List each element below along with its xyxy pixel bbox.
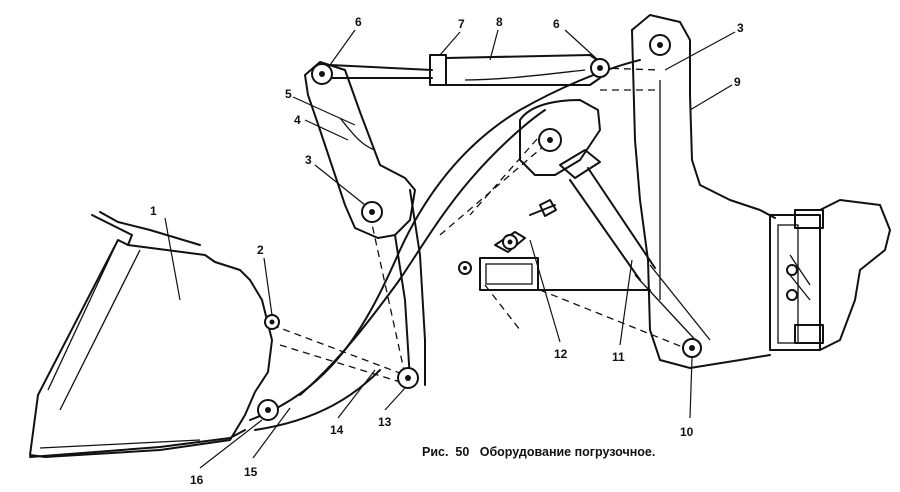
callout-labels: 1 2 3 3 4 5 6 6 7 8 9 10 11 12 13 14 15 … xyxy=(150,15,744,487)
callout-7: 7 xyxy=(458,17,465,31)
callout-11: 11 xyxy=(612,350,625,364)
front-frame xyxy=(631,14,776,369)
callout-15: 15 xyxy=(244,465,258,479)
callout-1: 1 xyxy=(150,204,157,218)
callout-6-left: 6 xyxy=(355,15,362,29)
callout-13: 13 xyxy=(378,415,392,429)
callout-5: 5 xyxy=(285,87,292,101)
callout-14: 14 xyxy=(330,423,344,437)
callout-4: 4 xyxy=(294,113,301,127)
callout-16: 16 xyxy=(190,473,204,487)
rocker-lever xyxy=(304,61,426,386)
bucket-cylinder xyxy=(329,54,601,86)
callout-10: 10 xyxy=(680,425,694,439)
cylinder-bracket xyxy=(479,199,651,291)
figure-caption: Рис. 50 Оборудование погрузочное. xyxy=(422,445,655,459)
bucket xyxy=(29,211,273,458)
leader-lines xyxy=(164,29,736,469)
upper-pivot-bracket xyxy=(519,99,601,176)
callout-6-right: 6 xyxy=(553,17,560,31)
boom-arm xyxy=(249,59,641,431)
callout-3-left: 3 xyxy=(305,153,312,167)
callout-2: 2 xyxy=(257,243,264,257)
axle-flange xyxy=(769,199,891,351)
lift-cylinder xyxy=(559,149,711,346)
callout-9: 9 xyxy=(734,75,741,89)
callout-8: 8 xyxy=(496,15,503,29)
callout-12: 12 xyxy=(554,347,568,361)
hidden-linkage xyxy=(271,67,691,386)
pins xyxy=(257,34,702,421)
callout-3-right: 3 xyxy=(737,21,744,35)
